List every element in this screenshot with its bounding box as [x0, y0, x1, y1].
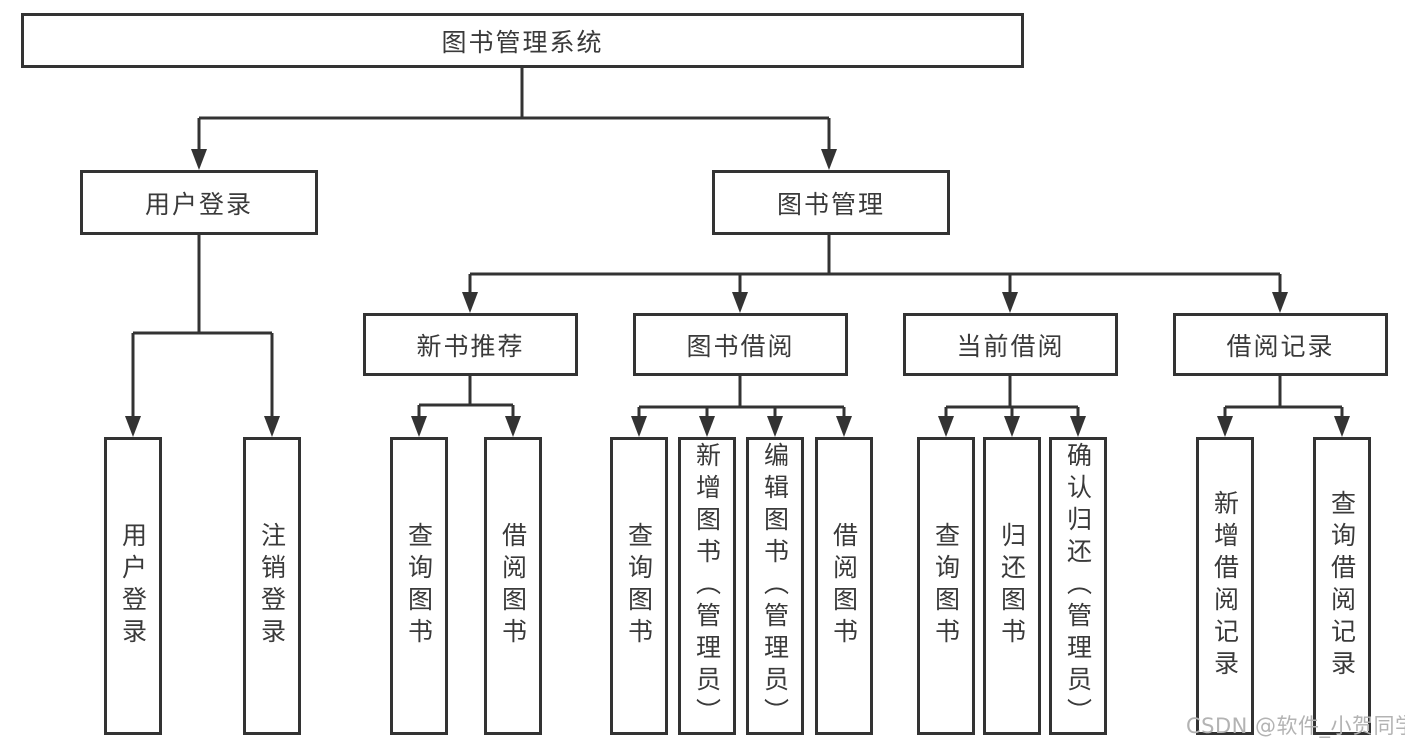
leaf-borrow-books-recommend-label: 借阅图书 [498, 522, 528, 650]
leaf-return-book-label: 归还图书 [997, 522, 1027, 650]
arrowhead-icon [1070, 416, 1086, 437]
leaf-query-borrow-record-label: 查询借阅记录 [1327, 490, 1357, 682]
leaf-edit-book-admin-label: 编辑图书（管理员） [760, 442, 790, 730]
arrowhead-icon [767, 416, 783, 437]
node-current-borrow-label: 当前借阅 [956, 331, 1065, 361]
leaf-query-books-borrow-label: 查询图书 [624, 522, 654, 650]
connector-path [468, 235, 1282, 299]
arrowhead-icon [411, 416, 427, 437]
leaf-query-books-current: 查询图书 [917, 437, 975, 735]
leaf-add-book-admin-label: 新增图书（管理员） [692, 442, 722, 730]
arrowhead-icon [1272, 292, 1288, 313]
node-root-label: 图书管理系统 [441, 27, 604, 57]
node-book-borrow-label: 图书借阅 [686, 331, 795, 361]
node-book-mgmt-label: 图书管理 [776, 189, 885, 219]
leaf-query-books-current-label: 查询图书 [931, 522, 961, 650]
leaf-query-books-recommend: 查询图书 [390, 437, 448, 735]
node-user-login: 用户登录 [80, 170, 318, 235]
leaf-add-book-admin: 新增图书（管理员） [678, 437, 736, 735]
connector-new-book-children [411, 376, 521, 437]
leaf-return-book: 归还图书 [983, 437, 1041, 735]
arrowhead-icon [938, 416, 954, 437]
arrowhead-icon [505, 416, 521, 437]
connector-path [131, 235, 274, 423]
node-root: 图书管理系统 [21, 13, 1024, 68]
arrowhead-icon [1334, 416, 1350, 437]
leaf-add-borrow-record: 新增借阅记录 [1196, 437, 1254, 735]
arrowhead-icon [264, 416, 280, 437]
node-current-borrow: 当前借阅 [903, 313, 1118, 376]
leaf-query-books-recommend-label: 查询图书 [404, 522, 434, 650]
node-book-borrow: 图书借阅 [633, 313, 848, 376]
connector-path [417, 376, 515, 423]
arrowhead-icon [462, 292, 478, 313]
connector-book-mgmt-children [462, 235, 1288, 313]
arrowhead-icon [191, 149, 207, 170]
leaf-logout: 注销登录 [243, 437, 301, 735]
connector-user-login-children [125, 235, 280, 437]
connector-path [197, 68, 831, 156]
node-new-book-recommend-label: 新书推荐 [416, 331, 525, 361]
arrowhead-icon [821, 149, 837, 170]
node-book-mgmt: 图书管理 [712, 170, 950, 235]
leaf-user-login-label: 用户登录 [118, 522, 148, 650]
connector-path [944, 376, 1080, 423]
connector-book-borrow-children [631, 376, 852, 437]
leaf-borrow-books: 借阅图书 [815, 437, 873, 735]
connector-borrow-record-children [1217, 376, 1350, 437]
leaf-edit-book-admin: 编辑图书（管理员） [746, 437, 804, 735]
leaf-borrow-books-recommend: 借阅图书 [484, 437, 542, 735]
leaf-borrow-books-label: 借阅图书 [829, 522, 859, 650]
arrowhead-icon [1004, 416, 1020, 437]
node-user-login-label: 用户登录 [144, 189, 253, 219]
arrowhead-icon [1217, 416, 1233, 437]
connector-path [637, 376, 846, 423]
arrowhead-icon [732, 292, 748, 313]
leaf-query-books-borrow: 查询图书 [610, 437, 668, 735]
node-borrow-records: 借阅记录 [1173, 313, 1388, 376]
connector-current-borrow-children [938, 376, 1086, 437]
leaf-confirm-return-admin: 确认归还（管理员） [1049, 437, 1107, 735]
arrowhead-icon [125, 416, 141, 437]
node-borrow-records-label: 借阅记录 [1226, 331, 1335, 361]
leaf-confirm-return-admin-label: 确认归还（管理员） [1063, 442, 1093, 730]
arrowhead-icon [836, 416, 852, 437]
leaf-add-borrow-record-label: 新增借阅记录 [1210, 490, 1240, 682]
node-new-book-recommend: 新书推荐 [363, 313, 578, 376]
csdn-watermark: CSDN @软件_小贺同学 [1186, 714, 1405, 738]
arrowhead-icon [631, 416, 647, 437]
leaf-logout-label: 注销登录 [257, 522, 287, 650]
arrowhead-icon [699, 416, 715, 437]
leaf-query-borrow-record: 查询借阅记录 [1313, 437, 1371, 735]
connector-root-to-level2 [191, 68, 837, 170]
leaf-user-login: 用户登录 [104, 437, 162, 735]
connector-path [1223, 376, 1344, 423]
arrowhead-icon [1002, 292, 1018, 313]
